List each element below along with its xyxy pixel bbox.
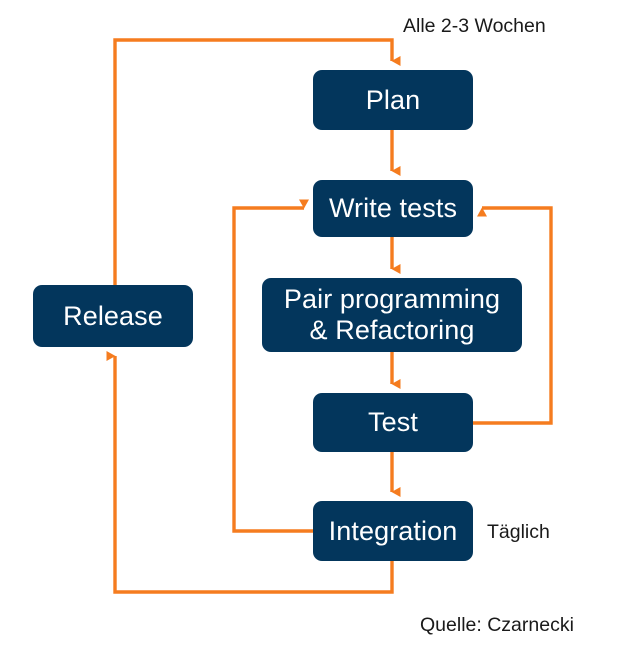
- connector-test-to-write-tests: [473, 206, 553, 425]
- node-integration[interactable]: Integration: [313, 501, 473, 561]
- node-write-tests-label: Write tests: [328, 193, 458, 224]
- node-release[interactable]: Release: [33, 285, 193, 347]
- node-pair-programming-refactoring-label: Pair programming & Refactoring: [283, 284, 501, 345]
- caption-source-attribution: Quelle: Czarnecki: [420, 614, 574, 636]
- node-test[interactable]: Test: [313, 393, 473, 452]
- node-test-label: Test: [368, 407, 418, 438]
- caption-daily-cadence: Täglich: [487, 521, 550, 543]
- connector-release-to-plan: [113, 38, 401, 285]
- connector-integration-to-write-tests: [232, 199, 313, 533]
- caption-iteration-cadence: Alle 2-3 Wochen: [403, 15, 546, 37]
- node-pair-programming-refactoring[interactable]: Pair programming & Refactoring: [262, 278, 522, 352]
- node-release-label: Release: [63, 300, 163, 331]
- node-write-tests[interactable]: Write tests: [313, 180, 473, 237]
- node-plan-label: Plan: [365, 84, 421, 115]
- connector-integration-to-release: [106, 351, 394, 594]
- node-integration-label: Integration: [328, 515, 458, 546]
- node-plan[interactable]: Plan: [313, 70, 473, 130]
